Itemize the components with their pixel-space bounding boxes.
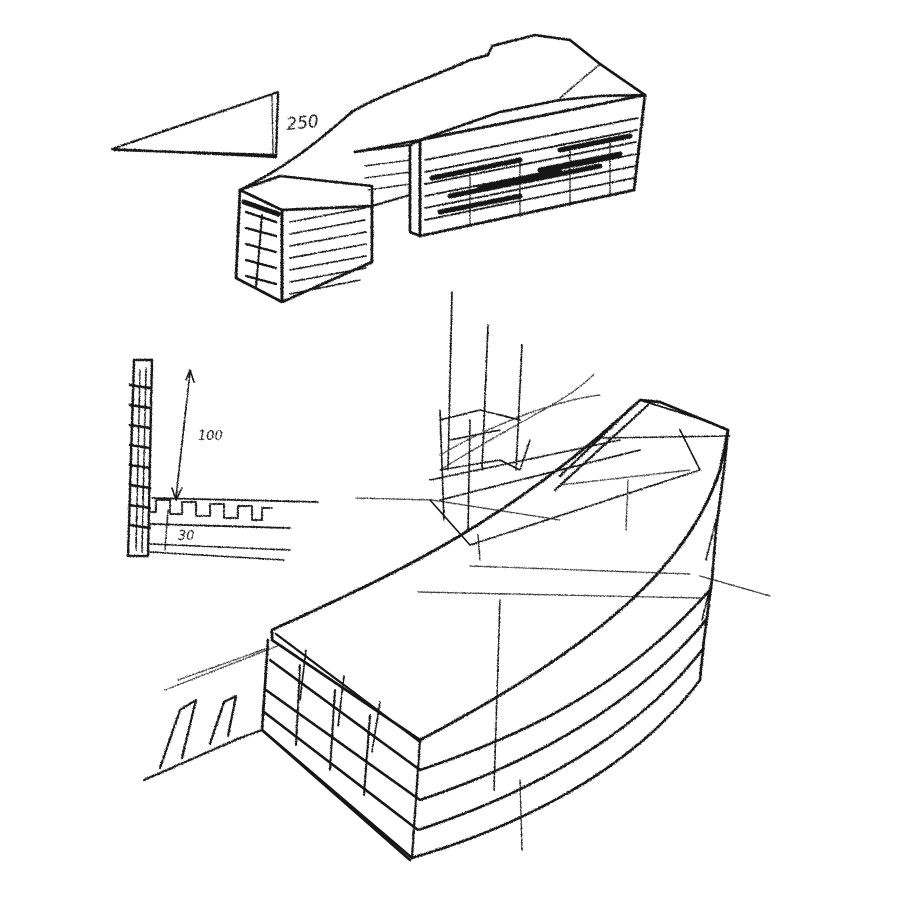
left-tower (234, 188, 374, 304)
right-block (408, 93, 647, 238)
main-building-sketch (142, 291, 771, 862)
facade-mullions (295, 599, 523, 851)
depth-label-left: 30 (178, 529, 195, 544)
section-wall (126, 358, 154, 558)
roof-outline (238, 33, 647, 208)
height-label-left: 100 (198, 429, 223, 444)
construction-lines (164, 373, 771, 691)
section-detail: 100 30 (126, 358, 319, 561)
elevation-triangle (110, 90, 280, 159)
section-floor-lines (149, 497, 319, 561)
dimension-arrow-vertical (164, 369, 195, 551)
height-label-top: 250 (285, 112, 319, 135)
ground-terrain (142, 694, 264, 782)
facade-bands (260, 428, 730, 862)
scaffold-frame (429, 291, 701, 561)
top-building-sketch: 250 (110, 33, 647, 304)
roof-slab (270, 398, 730, 744)
